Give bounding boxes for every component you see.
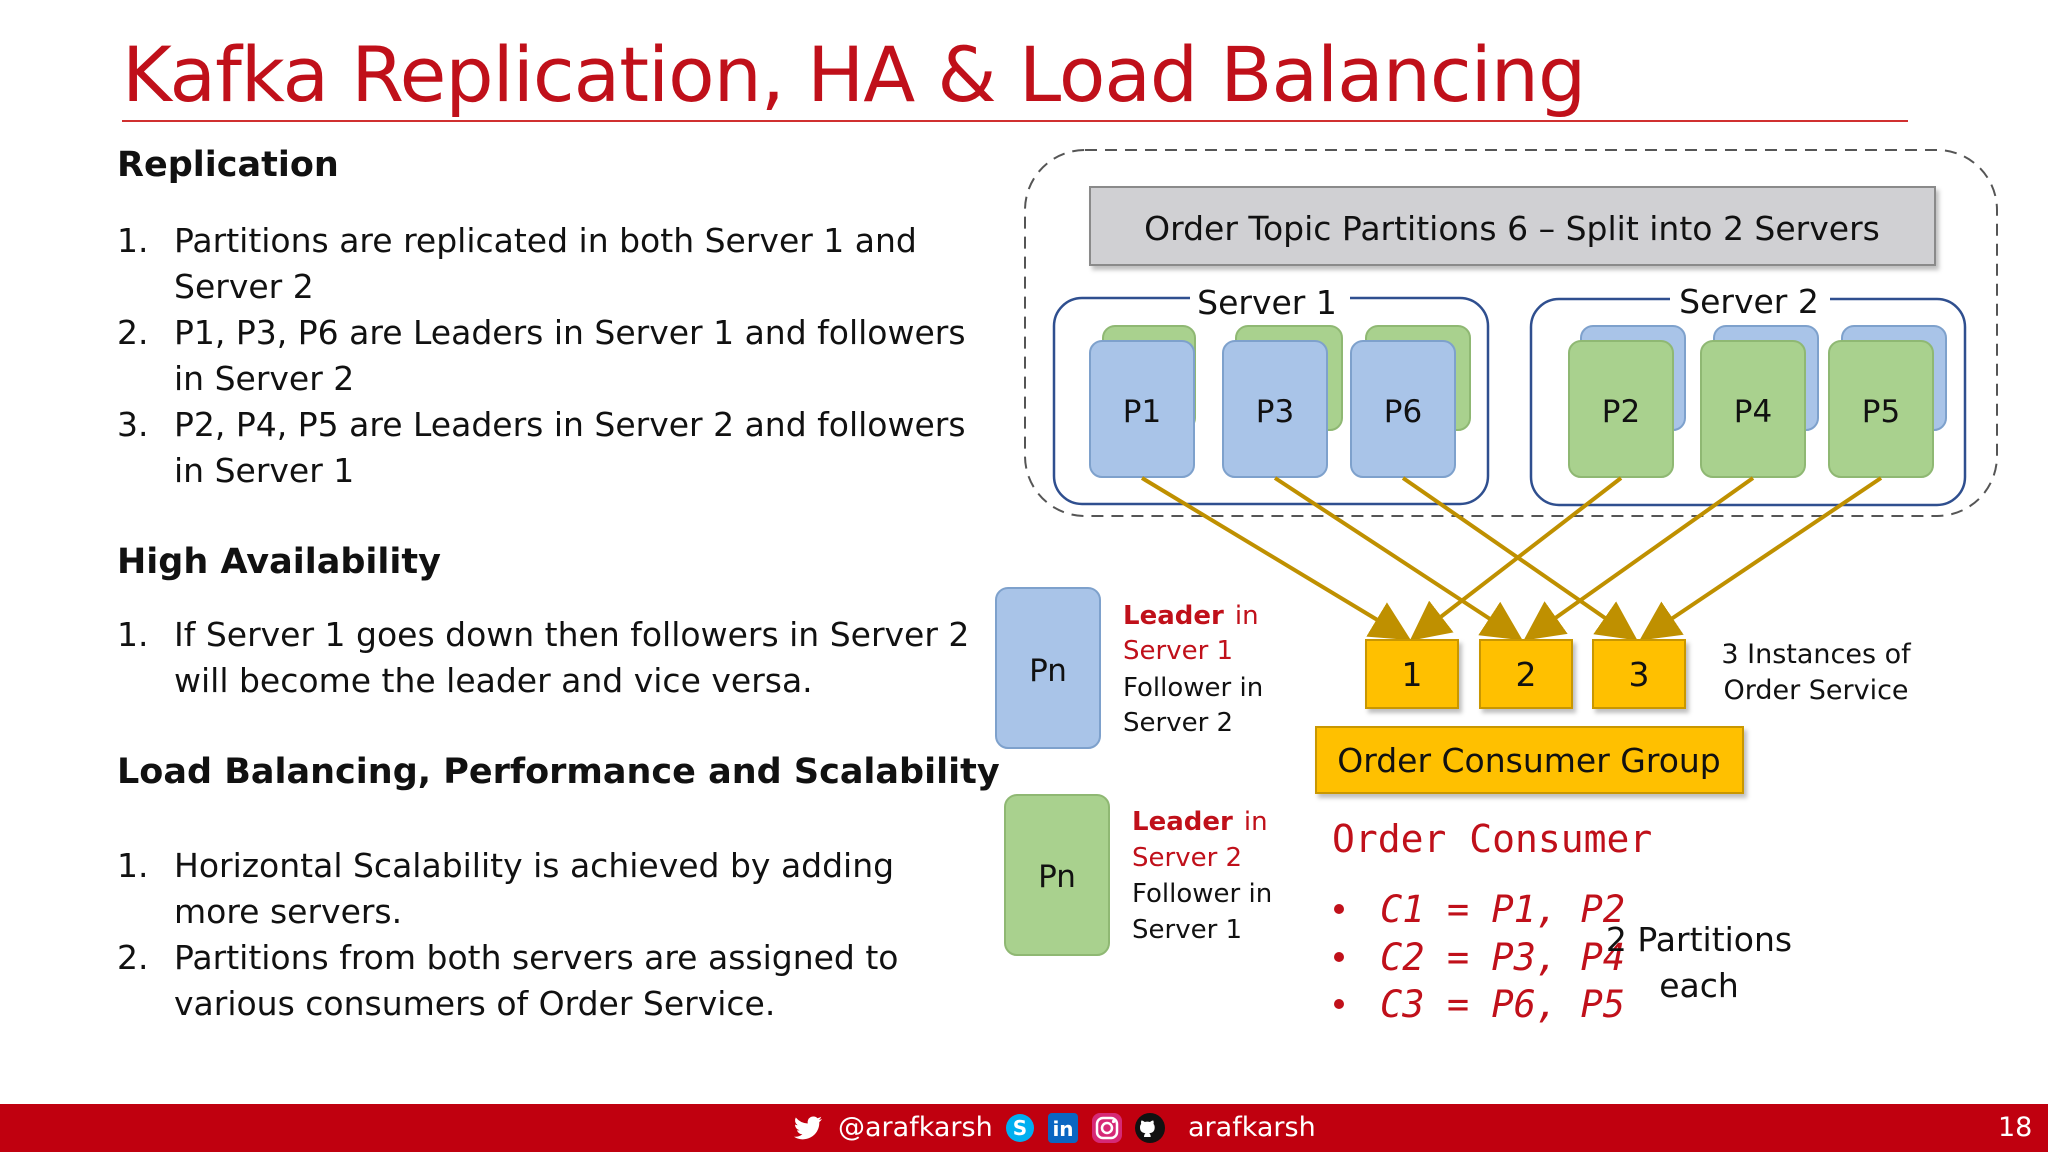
list-number: 2. <box>117 938 149 977</box>
twitter-handle[interactable]: @arafkarsh <box>838 1112 993 1143</box>
server1-label: Server 1 <box>1197 283 1337 322</box>
twitter-icon[interactable] <box>792 1112 824 1144</box>
legend-blue-pn: Pn <box>1029 653 1067 689</box>
partition-p3 <box>1222 340 1328 478</box>
list-item: 1. Partitions are replicated in both Ser… <box>117 218 1057 310</box>
legend-blue-leader-server: Server 1 <box>1123 636 1233 666</box>
legend-blue-line1: Leader in <box>1123 601 1259 631</box>
instance-2 <box>1479 639 1573 709</box>
consumer-c1: C1 = P1, P2 <box>1380 888 1625 931</box>
partition-p6 <box>1350 340 1456 478</box>
legend-green-pn: Pn <box>1038 859 1076 895</box>
list-text: Partitions are replicated in both Server… <box>174 221 917 306</box>
list-number: 1. <box>117 846 149 885</box>
legend-blue-leader-word: Leader <box>1123 601 1224 631</box>
legend-green-leader-server: Server 2 <box>1132 843 1242 873</box>
topic-label: Order Topic Partitions 6 – Split into 2 … <box>1144 209 1880 248</box>
arrow-p6-to-3 <box>1401 476 1638 641</box>
svg-text:in: in <box>1052 1117 1073 1141</box>
assignment-arrows <box>1140 476 1883 641</box>
legend-green-in-word: in <box>1244 807 1268 837</box>
list-text: P2, P4, P5 are Leaders in Server 2 and f… <box>174 405 966 490</box>
partition-p5 <box>1828 340 1934 478</box>
legend-leader-server2-swatch <box>1004 794 1110 956</box>
skype-icon[interactable]: S <box>1004 1112 1036 1144</box>
server1-label-bg <box>1190 282 1350 318</box>
bullet <box>1334 999 1344 1009</box>
arrow-p1-to-1 <box>1140 476 1411 641</box>
list-number: 1. <box>117 615 149 654</box>
instance-1 <box>1365 639 1459 709</box>
legend-green-leader-word: Leader <box>1132 807 1233 837</box>
list-item: 3. P2, P4, P5 are Leaders in Server 2 an… <box>117 402 1057 494</box>
topic-bar <box>1089 186 1936 266</box>
arrow-p4-to-2 <box>1523 476 1755 641</box>
arrow-p3-to-2 <box>1273 476 1523 641</box>
legend-blue-in-word: in <box>1235 601 1259 631</box>
heading-high-availability: High Availability <box>117 542 441 582</box>
legend-green-follower-line: Follower in <box>1132 879 1272 909</box>
list-item: 2. P1, P3, P6 are Leaders in Server 1 an… <box>117 310 1057 402</box>
svg-text:S: S <box>1013 1116 1027 1140</box>
list-item: 1. Horizontal Scalability is achieved by… <box>117 843 1057 935</box>
list-text: If Server 1 goes down then followers in … <box>174 615 970 700</box>
legend-blue-follower-server: Server 2 <box>1123 708 1233 738</box>
consumer-c3: C3 = P6, P5 <box>1380 983 1625 1026</box>
partition-p4-label: P4 <box>1734 394 1772 430</box>
instance-2-label: 2 <box>1516 655 1537 694</box>
instance-3-label: 3 <box>1629 655 1650 694</box>
list-number: 3. <box>117 405 149 444</box>
instances-note-line1: 3 Instances of <box>1721 639 1912 670</box>
list-text: Horizontal Scalability is achieved by ad… <box>174 846 895 931</box>
legend-blue-follower-line: Follower in <box>1123 673 1263 703</box>
consumer-group-bar <box>1315 726 1744 794</box>
partition-p1-label: P1 <box>1123 394 1161 430</box>
list-text: P1, P3, P6 are Leaders in Server 1 and f… <box>174 313 966 398</box>
list-item: 1. If Server 1 goes down then followers … <box>117 612 1057 704</box>
list-item: 2. Partitions from both servers are assi… <box>117 935 1057 1027</box>
legend-green-follower-server: Server 1 <box>1132 915 1242 945</box>
instance-3 <box>1592 639 1686 709</box>
github-icon[interactable] <box>1134 1112 1166 1144</box>
linkedin-icon[interactable]: in <box>1047 1112 1079 1144</box>
partition-p2 <box>1568 340 1674 478</box>
consumer-c2: C2 = P3, P4 <box>1380 936 1625 979</box>
legend-leader-server1-swatch <box>995 587 1101 749</box>
bullet <box>1334 952 1344 962</box>
server2-label-bg <box>1670 282 1830 318</box>
list-number: 2. <box>117 313 149 352</box>
heading-replication: Replication <box>117 145 339 185</box>
partitions-note-line2: each <box>1659 966 1739 1005</box>
legend-green-line1: Leader in <box>1132 807 1268 837</box>
partition-p5-label: P5 <box>1862 394 1900 430</box>
server2-label: Server 2 <box>1679 282 1819 321</box>
slide-title: Kafka Replication, HA & Load Balancing <box>122 30 1586 119</box>
page-number: 18 <box>1998 1112 2033 1143</box>
partition-p4 <box>1700 340 1806 478</box>
title-underline <box>122 120 1908 122</box>
partitions-note-line1: 2 Partitions <box>1606 920 1792 959</box>
partition-p6-label: P6 <box>1384 394 1422 430</box>
list-number: 1. <box>117 221 149 260</box>
bullet <box>1334 904 1344 914</box>
consumer-group-label: Order Consumer Group <box>1337 741 1721 780</box>
list-text: Partitions from both servers are assigne… <box>174 938 899 1023</box>
footer-bar: @arafkarsh S in arafkarsh 18 <box>0 1104 2048 1152</box>
social-handle[interactable]: arafkarsh <box>1188 1112 1316 1143</box>
partition-p3-label: P3 <box>1256 394 1294 430</box>
partition-p1 <box>1089 340 1195 478</box>
instances-note-line2: Order Service <box>1723 675 1908 706</box>
instagram-icon[interactable] <box>1091 1112 1123 1144</box>
arrow-p5-to-3 <box>1639 476 1883 641</box>
instance-1-label: 1 <box>1402 655 1423 694</box>
order-consumer-title: Order Consumer <box>1332 817 1652 861</box>
heading-load-balancing: Load Balancing, Performance and Scalabil… <box>117 752 1000 792</box>
partition-p2-label: P2 <box>1602 394 1640 430</box>
cluster-boundary <box>1024 149 1998 517</box>
